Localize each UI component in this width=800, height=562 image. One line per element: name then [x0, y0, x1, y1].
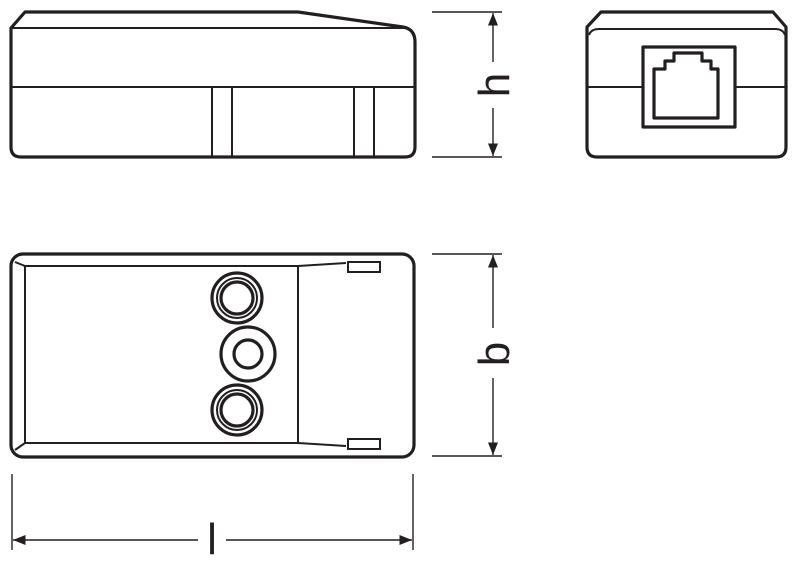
dimension-l: l	[11, 474, 414, 562]
height-label: h	[470, 73, 519, 97]
top-view	[9, 252, 416, 459]
terminal-top	[210, 271, 264, 325]
rj-jack-icon	[641, 45, 737, 129]
length-label: l	[207, 515, 217, 562]
dimension-h: h	[432, 11, 519, 158]
front-view	[585, 10, 788, 159]
terminal-middle	[219, 325, 277, 383]
width-label: b	[470, 342, 519, 366]
dimension-b: b	[432, 253, 519, 457]
tab	[347, 438, 381, 450]
terminal-bottom	[210, 383, 264, 437]
tab	[347, 261, 381, 273]
side-view	[9, 10, 417, 159]
